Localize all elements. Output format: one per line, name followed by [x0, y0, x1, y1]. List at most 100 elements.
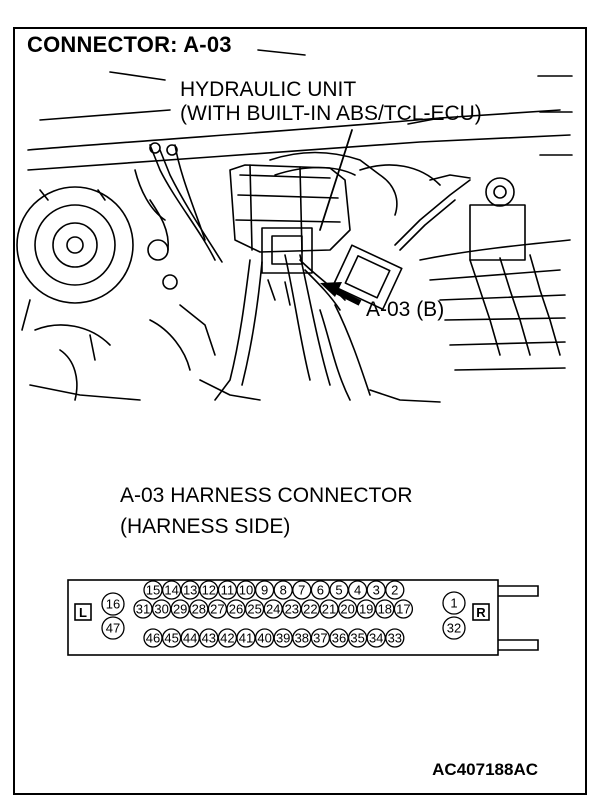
- pin-label: 12: [202, 583, 216, 598]
- pin-label: 47: [106, 621, 120, 636]
- left-mark-box: [74, 603, 92, 621]
- pin-30: 30: [151, 599, 172, 619]
- pin-label: 22: [303, 602, 317, 617]
- pin-label: 19: [359, 602, 373, 617]
- pin-45: 45: [161, 628, 182, 648]
- pin-5: 5: [329, 580, 349, 600]
- pin-42: 42: [217, 628, 238, 648]
- pin-23: 23: [282, 599, 302, 619]
- harness-title-line1: A-03 HARNESS CONNECTOR: [120, 484, 413, 507]
- pin-25: 25: [244, 599, 265, 619]
- pin-label: 2: [391, 583, 398, 598]
- pin-label: 43: [202, 631, 216, 646]
- pin-46: 46: [143, 628, 163, 648]
- pin-label: 34: [369, 631, 383, 646]
- pin-17: 17: [393, 599, 414, 619]
- pin-label: 13: [183, 583, 197, 598]
- pin-label: 8: [280, 583, 287, 598]
- pin-33: 33: [385, 628, 405, 648]
- pin-9: 9: [254, 580, 275, 600]
- pin-10: 10: [236, 580, 256, 600]
- pin-label: 41: [239, 631, 253, 646]
- pin-label: 7: [298, 583, 305, 598]
- pin-36: 36: [329, 628, 349, 648]
- pin-label: 14: [164, 583, 178, 598]
- pin-43: 43: [199, 628, 219, 648]
- pin-label: 39: [276, 631, 290, 646]
- pin-41: 41: [236, 628, 256, 648]
- pin-24: 24: [263, 599, 283, 619]
- pin-label: 46: [146, 631, 160, 646]
- pin-label: 24: [266, 602, 280, 617]
- pin-37: 37: [310, 628, 331, 648]
- pin-label: 20: [340, 602, 354, 617]
- pin-label: 26: [229, 602, 243, 617]
- pin-label: 27: [210, 602, 224, 617]
- pin-label: 35: [350, 631, 364, 646]
- pin-28: 28: [189, 599, 209, 619]
- pin-27: 27: [207, 599, 228, 619]
- pin-47: 47: [101, 616, 125, 640]
- pin-label: 25: [247, 602, 261, 617]
- connector-latch-bottom: [498, 639, 539, 651]
- harness-title-line2: (HARNESS SIDE): [120, 515, 291, 538]
- pin-label: 15: [146, 583, 160, 598]
- figure-code: AC407188AC: [432, 760, 538, 779]
- pin-label: 9: [261, 583, 268, 598]
- connector-housing: [67, 579, 499, 656]
- pin-19: 19: [356, 599, 376, 619]
- pin-14: 14: [161, 580, 182, 600]
- pin-22: 22: [300, 599, 321, 619]
- pin-13: 13: [180, 580, 200, 600]
- pin-40: 40: [254, 628, 275, 648]
- pin-18: 18: [375, 599, 395, 619]
- pin-44: 44: [180, 628, 200, 648]
- pin-label: 11: [221, 583, 235, 598]
- pin-label: 29: [173, 602, 187, 617]
- pin-1: 1: [442, 591, 466, 615]
- pin-32: 32: [442, 616, 466, 640]
- right-mark: R: [476, 605, 486, 620]
- pin-26: 26: [226, 599, 246, 619]
- pin-16: 16: [101, 592, 125, 616]
- pin-20: 20: [337, 599, 358, 619]
- pin-6: 6: [310, 580, 331, 600]
- pin-label: 16: [106, 597, 120, 612]
- pin-label: 38: [295, 631, 309, 646]
- pin-4: 4: [347, 580, 368, 600]
- pin-label: 33: [388, 631, 402, 646]
- connector-latch-top: [498, 585, 539, 597]
- pin-label: 4: [354, 583, 361, 598]
- hydraulic-unit-label-line1: HYDRAULIC UNIT: [180, 78, 357, 101]
- pin-label: 32: [447, 621, 461, 636]
- pin-7: 7: [292, 580, 312, 600]
- pin-label: 28: [192, 602, 206, 617]
- left-mark: L: [79, 605, 87, 620]
- pin-label: 10: [239, 583, 253, 598]
- pin-label: 6: [317, 583, 324, 598]
- pin-label: 42: [220, 631, 234, 646]
- pin-34: 34: [366, 628, 386, 648]
- pin-21: 21: [319, 599, 339, 619]
- pin-39: 39: [273, 628, 293, 648]
- pin-8: 8: [273, 580, 293, 600]
- pin-38: 38: [292, 628, 312, 648]
- pin-label: 17: [396, 602, 410, 617]
- pin-label: 40: [257, 631, 271, 646]
- pin-label: 37: [313, 631, 327, 646]
- pin-label: 31: [136, 602, 150, 617]
- right-mark-box: [472, 603, 490, 621]
- pin-label: 21: [322, 602, 336, 617]
- pin-11: 11: [217, 580, 238, 600]
- pin-29: 29: [170, 599, 190, 619]
- hydraulic-unit-label-line2: (WITH BUILT-IN ABS/TCL-ECU): [180, 102, 482, 125]
- pin-label: 5: [335, 583, 342, 598]
- pin-label: 36: [332, 631, 346, 646]
- pin-15: 15: [143, 580, 163, 600]
- pin-label: 44: [183, 631, 197, 646]
- pin-label: 3: [373, 583, 380, 598]
- pin-label: 23: [285, 602, 299, 617]
